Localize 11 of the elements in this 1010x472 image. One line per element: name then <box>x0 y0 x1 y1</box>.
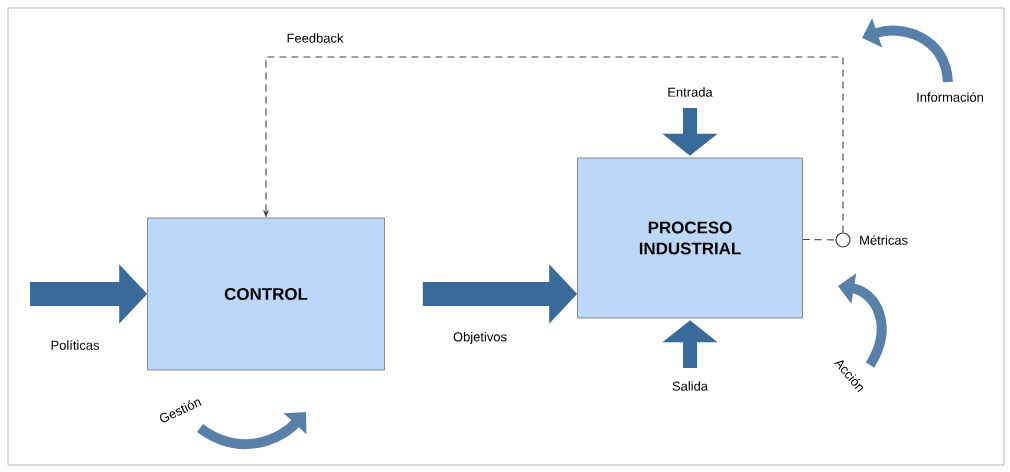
edge-label: Políticas <box>51 340 99 350</box>
process-box: PROCESO INDUSTRIAL <box>577 157 803 319</box>
connector-circle <box>835 232 851 248</box>
edge-label: Entrada <box>668 87 713 97</box>
process-box: CONTROL <box>147 217 385 371</box>
node-caption: Métricas <box>860 235 908 245</box>
edge-label: Objetivos <box>453 331 507 345</box>
edge-label: Salida <box>672 381 708 391</box>
arrow-label: Información <box>917 92 983 102</box>
dashed-connector <box>802 238 836 241</box>
edge-label: Feedback <box>287 33 344 43</box>
